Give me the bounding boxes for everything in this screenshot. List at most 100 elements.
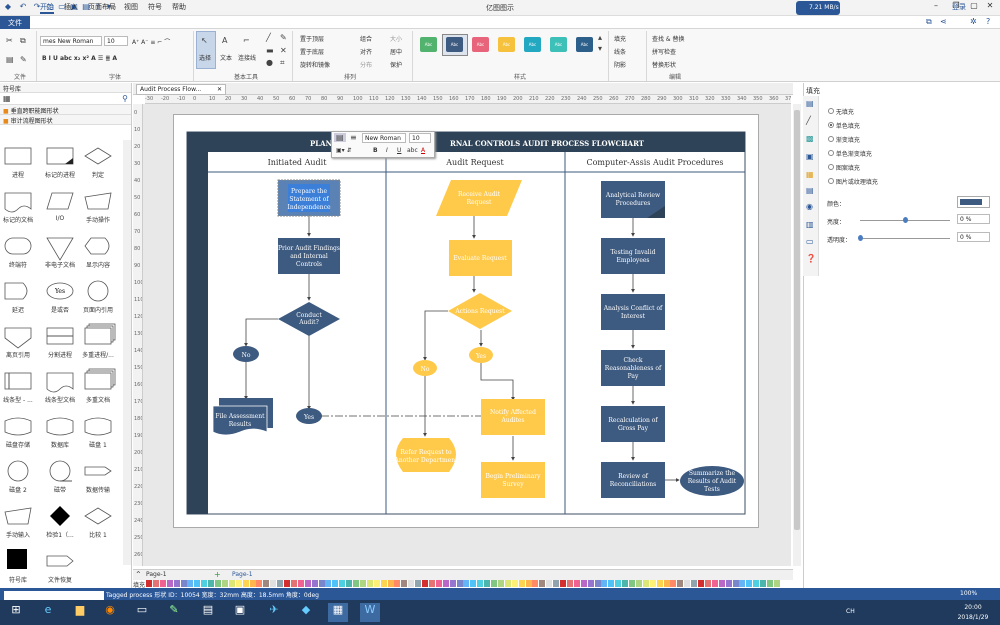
color-palette[interactable] [146,580,806,588]
palette-color[interactable] [346,580,353,587]
text-tool-label[interactable]: 文本 [220,55,233,62]
app-taskbar-icon-5[interactable]: ✈ [269,603,279,616]
format-painter-icon[interactable]: ✎ [20,55,27,64]
fill-button[interactable]: 填充 [614,36,627,43]
rotate-mirror-button[interactable]: 旋转和镜像 [300,62,331,69]
library-shape[interactable] [84,192,112,210]
palette-color[interactable] [504,580,511,587]
protect-button[interactable]: 保护 [390,62,403,69]
palette-color[interactable] [208,580,215,587]
palette-color[interactable] [442,580,449,587]
menu-file[interactable]: 文件 [0,16,30,29]
palette-color[interactable] [152,580,159,587]
palette-color[interactable] [235,580,242,587]
cross-tool-icon[interactable]: ✕ [280,46,287,55]
firefox-icon[interactable]: ◉ [105,603,115,616]
palette-color[interactable] [760,580,767,587]
menu-home[interactable]: 开始 [40,2,54,14]
palette-color[interactable] [339,580,346,587]
check-reasonableness-node[interactable] [601,350,665,386]
transparency-slider-thumb[interactable] [858,235,863,241]
library-shape[interactable] [4,372,32,390]
analysis-conflict-node[interactable] [601,294,665,330]
library-shape[interactable] [84,147,112,165]
palette-color[interactable] [718,580,725,587]
menu-symbol[interactable]: 符号 [148,3,162,11]
yes-terminator-2[interactable] [469,347,493,363]
conduct-audit-decision[interactable] [278,302,340,336]
dock-icon[interactable]: ⧉ [926,17,932,26]
library-shape[interactable] [4,327,32,349]
palette-color[interactable] [767,580,773,587]
palette-color[interactable] [587,580,594,587]
floating-size-select[interactable]: 10 [409,133,431,143]
library-shape[interactable] [87,280,109,302]
shadow-button[interactable]: 阴影 [614,62,627,69]
help-icon[interactable]: ? [986,17,991,26]
receive-request-node[interactable] [436,180,522,216]
floating-italic-button[interactable]: I [386,147,388,154]
shadow-panel-icon[interactable]: ▩ [806,134,814,143]
style-swatch[interactable]: Abc [446,37,463,52]
begin-survey-node[interactable] [481,462,545,498]
palette-color[interactable] [629,580,635,587]
undo-icon[interactable]: ↶ [19,2,27,11]
palette-color[interactable] [297,580,304,587]
palette-color[interactable] [691,580,698,587]
library-shape[interactable] [46,417,74,436]
export-icon[interactable]: ⇪ [94,2,102,11]
clock-time[interactable]: 20:00 [964,604,982,611]
palette-color[interactable] [221,580,228,587]
library-shape[interactable] [46,192,74,210]
navigation-panel-icon[interactable]: ◉ [806,202,813,211]
transparency-slider[interactable] [860,238,950,239]
library-search[interactable]: ▦⚲ [0,93,131,105]
image-panel-icon[interactable]: ▣ [806,152,814,161]
palette-color[interactable] [332,580,339,587]
app-taskbar-icon-4[interactable]: ▣ [234,603,246,616]
palette-color[interactable] [739,580,746,587]
no-terminator-1[interactable] [233,346,259,362]
palette-color[interactable] [649,580,656,587]
app-taskbar-icon-1[interactable]: ▭ [136,603,148,616]
library-shape[interactable] [46,555,74,567]
palette-color[interactable] [594,580,601,587]
line-panel-icon[interactable]: ╱ [806,116,811,125]
send-back-button[interactable]: 置于底层 [300,49,325,56]
palette-color[interactable] [187,580,194,587]
ie-icon[interactable]: e [44,603,52,616]
pen-tool-icon[interactable]: ✎ [280,33,287,42]
center-button[interactable]: 居中 [390,49,403,56]
library-shape[interactable] [7,460,29,482]
library-shape[interactable] [65,158,73,164]
fill-option[interactable]: 单色渐变填充 [828,149,872,158]
line-button[interactable]: 线条 [614,49,627,56]
fill-panel-icon[interactable]: ▤ [806,99,814,108]
page-nav-icon[interactable]: ⌃ [135,570,142,579]
palette-color[interactable] [242,580,249,587]
maximize-icon[interactable]: ❐ [952,1,960,10]
prior-audit-node[interactable] [278,238,340,274]
font-size-select[interactable]: 10 [104,36,128,46]
comment-panel-icon[interactable]: ▭ [806,237,814,246]
palette-color[interactable] [773,580,780,587]
palette-color[interactable] [325,580,332,587]
floating-style-icon[interactable]: ▤ [334,133,346,142]
library-shape[interactable] [4,237,32,255]
refer-request-node[interactable] [396,438,456,472]
palette-color[interactable] [380,580,387,587]
palette-color[interactable] [670,580,677,587]
palette-color[interactable] [180,580,187,587]
palette-color[interactable] [373,580,380,587]
palette-color[interactable] [194,580,201,587]
fill-option[interactable]: 渐变填充 [828,135,860,144]
palette-color[interactable] [311,580,318,587]
style-scroll-down-icon[interactable]: ▾ [598,44,603,53]
style-scroll-up-icon[interactable]: ▴ [598,33,603,42]
palette-color[interactable] [387,580,394,587]
style-swatch[interactable]: Abc [524,37,541,52]
palette-color[interactable] [277,580,284,587]
line-tool-icon[interactable]: ╱ [266,33,271,42]
palette-color[interactable] [615,580,622,587]
radio-icon[interactable] [828,150,834,156]
